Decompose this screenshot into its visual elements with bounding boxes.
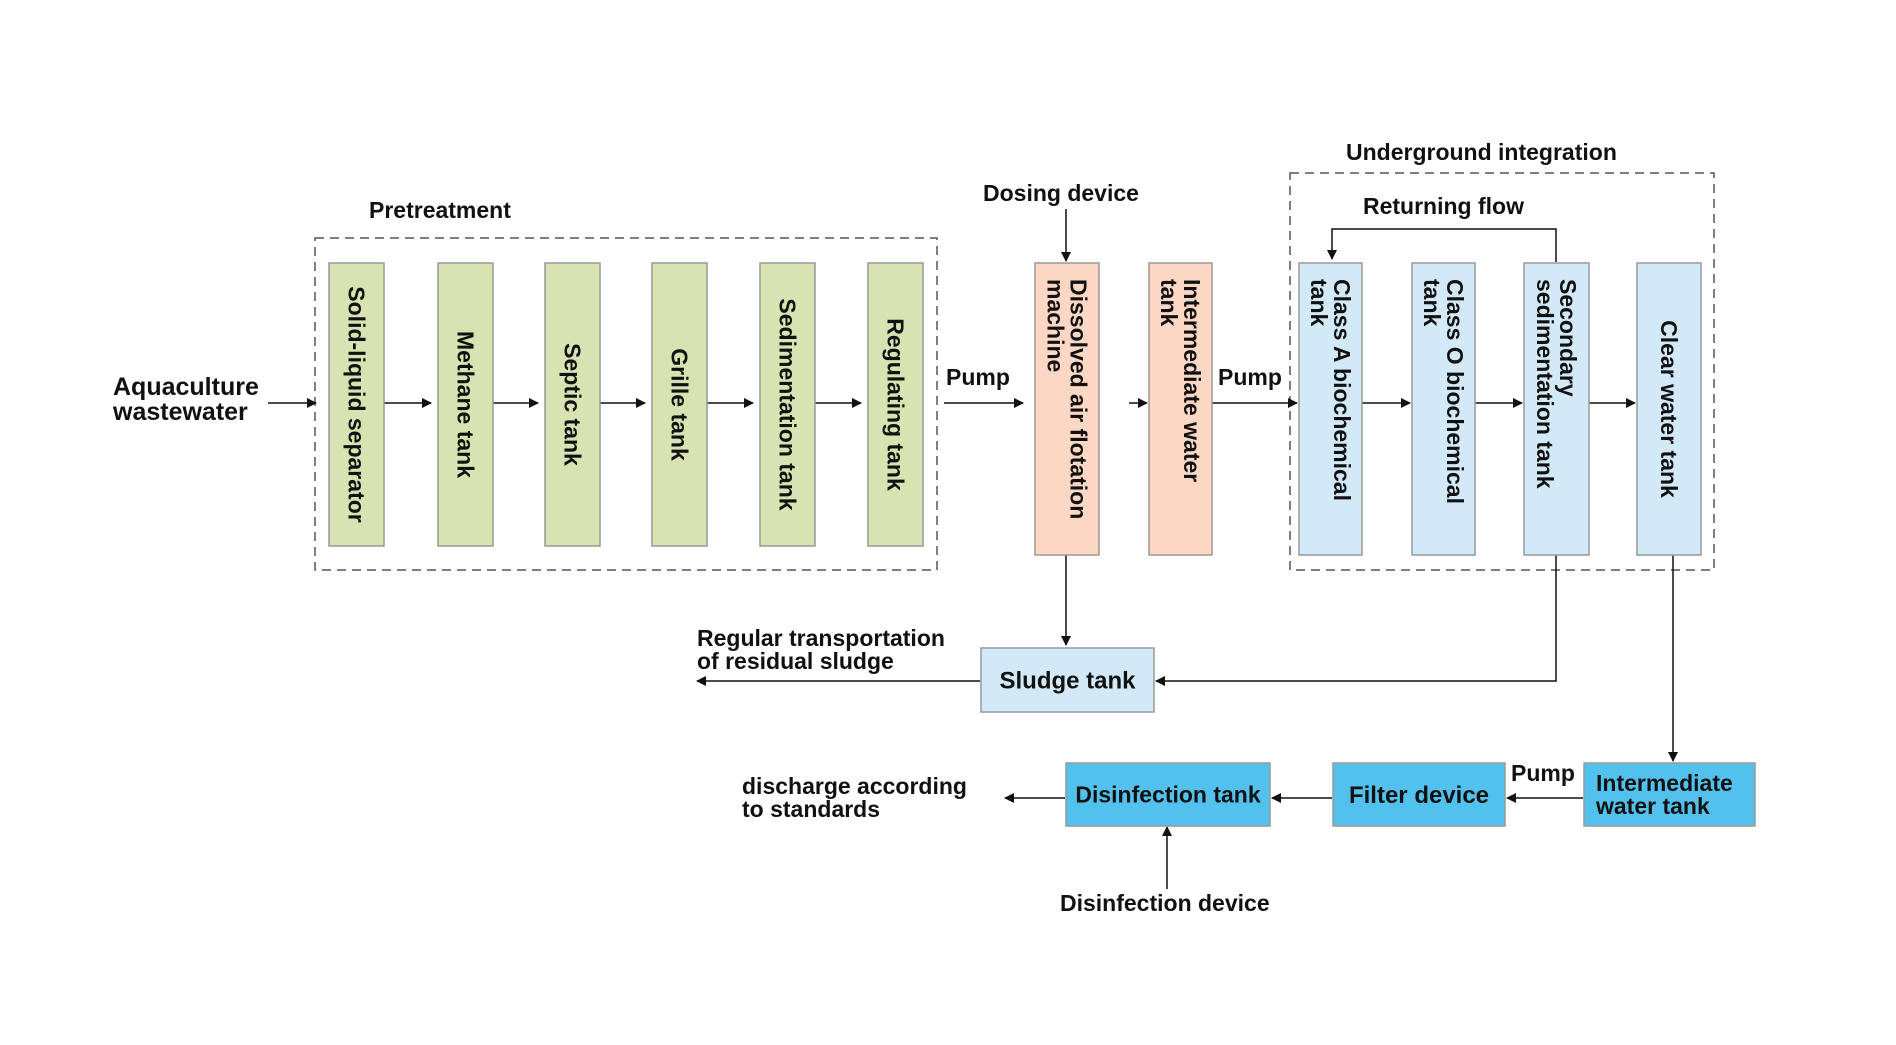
disinfection-box: Disinfection tank <box>1065 762 1271 827</box>
pump-label-2: Pump <box>1218 364 1282 390</box>
clear-box: Clear water tank <box>1636 262 1702 556</box>
input-label: Aquaculture wastewater <box>112 373 266 426</box>
solid-liquid-box-label: Solid-liquid separator <box>343 286 369 522</box>
arrow-secondary-sludge <box>1155 555 1557 686</box>
class-o-box-label: Class O biochemicaltank <box>1419 279 1468 504</box>
grille-box-label: Grille tank <box>666 348 692 461</box>
regulating-box-label: Regulating tank <box>882 318 908 491</box>
grille-box: Grille tank <box>651 262 708 547</box>
clear-box-label: Clear water tank <box>1656 320 1682 498</box>
methane-box-shape <box>437 262 494 547</box>
class-o-box-shape <box>1411 262 1476 556</box>
regulating-box-shape <box>867 262 924 547</box>
process-boxes: Solid-liquid separator Methane tank Septic… <box>328 262 1756 827</box>
class-a-box: Class A biochemicaltank <box>1298 262 1363 556</box>
pump-label-3: Pump <box>1511 760 1575 786</box>
class-o-box: Class O biochemicaltank <box>1411 262 1476 556</box>
secondary-box-label: Secondarysedimentation tank <box>1532 279 1581 489</box>
disinfection-device-label: Disinfection device <box>1060 890 1270 916</box>
filter-box-label: Filter device <box>1349 782 1489 809</box>
regular-transport-label: Regular transportation of residual sludg… <box>697 625 951 674</box>
daf-box: Dissolved air flotationmachine <box>1034 262 1100 556</box>
class-a-box-label: Class A biochemicaltank <box>1306 279 1355 501</box>
solid-liquid-box-shape <box>328 262 385 547</box>
intermediate1-box-label: Intermediate watertank <box>1156 279 1205 482</box>
sludge-box: Sludge tank <box>980 647 1155 713</box>
dosing-device-label: Dosing device <box>983 180 1139 206</box>
grille-box-shape <box>651 262 708 547</box>
methane-box: Methane tank <box>437 262 494 547</box>
regulating-box: Regulating tank <box>867 262 924 547</box>
methane-box-label: Methane tank <box>452 331 478 478</box>
class-a-box-shape <box>1298 262 1363 556</box>
clear-box-shape <box>1636 262 1702 556</box>
sedimentation-box-shape <box>759 262 816 547</box>
discharge-label: discharge according to standards <box>742 773 973 822</box>
sedimentation-box-label: Sedimentation tank <box>774 298 800 510</box>
daf-box-label: Dissolved air flotationmachine <box>1042 279 1091 519</box>
intermediate2-box-shape <box>1583 762 1756 827</box>
filter-box: Filter device <box>1332 762 1506 827</box>
secondary-box: Secondarysedimentation tank <box>1523 262 1590 556</box>
septic-box-label: Septic tank <box>559 343 585 466</box>
arrow-returning-flow <box>1327 228 1557 262</box>
returning-flow-label: Returning flow <box>1363 193 1524 219</box>
sedimentation-box: Sedimentation tank <box>759 262 816 547</box>
intermediate1-box-shape <box>1148 262 1213 556</box>
pretreatment-group-frame <box>314 237 938 571</box>
sludge-box-shape <box>980 647 1155 713</box>
pump-label-1: Pump <box>946 364 1010 390</box>
intermediate1-box: Intermediate watertank <box>1148 262 1213 556</box>
underground-integration-label: Underground integration <box>1346 139 1617 165</box>
septic-box-shape <box>544 262 601 547</box>
solid-liquid-box: Solid-liquid separator <box>328 262 385 547</box>
sludge-box-label: Sludge tank <box>999 667 1136 694</box>
daf-box-shape <box>1034 262 1100 556</box>
disinfection-box-shape <box>1065 762 1271 827</box>
secondary-box-shape <box>1523 262 1590 556</box>
underground-group-frame <box>1289 172 1715 571</box>
connectors <box>268 209 1678 889</box>
filter-box-shape <box>1332 762 1506 827</box>
pretreatment-label: Pretreatment <box>369 197 511 223</box>
disinfection-box-label: Disinfection tank <box>1075 782 1261 808</box>
septic-box: Septic tank <box>544 262 601 547</box>
